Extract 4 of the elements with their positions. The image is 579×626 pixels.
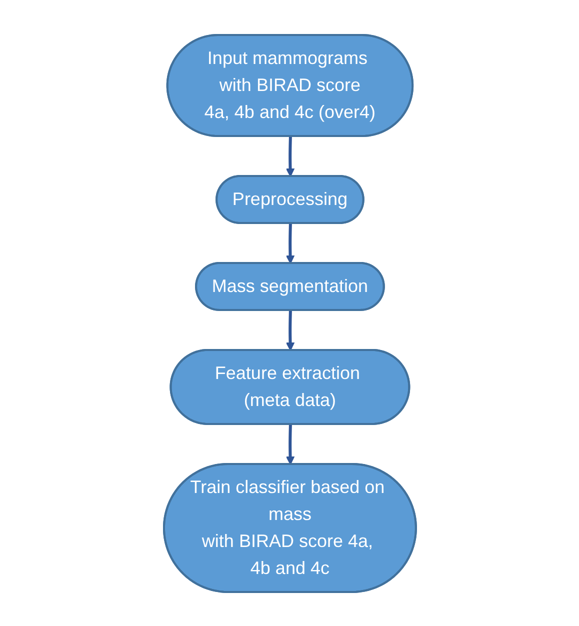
arrow xyxy=(285,310,294,350)
arrow xyxy=(285,424,294,464)
arrow xyxy=(285,222,294,264)
arrow xyxy=(285,136,294,176)
